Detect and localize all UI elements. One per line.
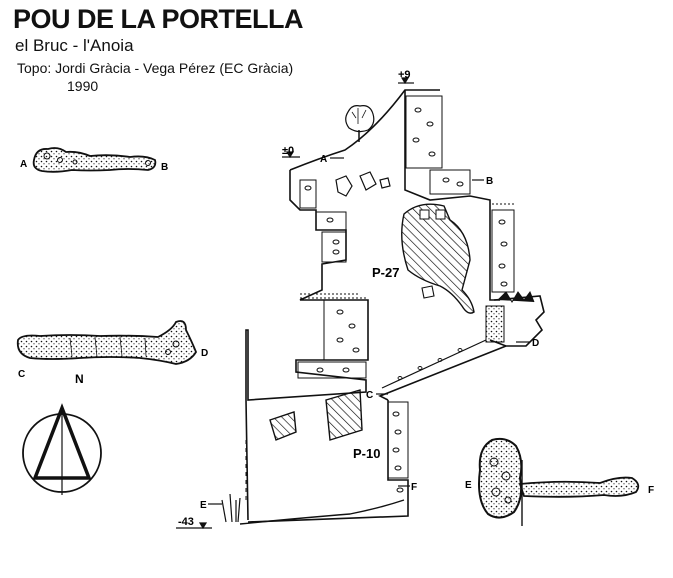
section-marker-b: B: [486, 176, 493, 187]
right-wall-blocks: [405, 95, 516, 293]
left-wall-blocks: [297, 179, 369, 379]
section-marker-f: F: [411, 482, 417, 493]
depth-ticks: [176, 77, 414, 530]
plan-label-a: A: [20, 159, 27, 170]
pitch-label-main: P-27: [372, 265, 399, 280]
lower-wall-blocks: [387, 401, 409, 493]
plan-section-c-d: [16, 320, 198, 365]
hatched-rock-mass: [401, 203, 475, 314]
hatched-boulder-small: [269, 411, 297, 441]
depth-entrance-label: ±0: [282, 145, 294, 157]
shrub-icon: [221, 493, 241, 523]
north-arrow-icon: [22, 403, 102, 495]
location-subtitle: el Bruc - l'Anoia: [15, 36, 134, 55]
plan-section-e-f: [478, 437, 640, 526]
plan-label-d: D: [201, 348, 208, 359]
plan-north-label: N: [75, 372, 84, 386]
plan-label-e: E: [465, 480, 472, 491]
tree-icon: [345, 105, 375, 142]
cave-title: POU DE LA PORTELLA: [13, 4, 304, 34]
section-marker-c: C: [366, 390, 373, 401]
depth-bottom-label: -43: [178, 516, 194, 528]
plan-label-b: B: [161, 162, 168, 173]
plan-label-c: C: [18, 369, 25, 380]
entrance-boulders: [335, 171, 391, 197]
section-marker-e: E: [200, 500, 207, 511]
depth-top-label: +9: [398, 69, 411, 81]
survey-year: 1990: [67, 78, 99, 94]
plan-section-a-b: [32, 147, 157, 173]
survey-credit: Topo: Jordi Gràcia - Vega Pérez (EC Gràc…: [17, 60, 294, 76]
pitch-label-lower: P-10: [353, 446, 380, 461]
cave-elevation-profile: [176, 77, 545, 530]
plan-label-f: F: [648, 485, 654, 496]
section-marker-d: D: [532, 338, 539, 349]
section-marker-a: A: [320, 154, 327, 165]
hatched-boulder: [325, 389, 363, 441]
